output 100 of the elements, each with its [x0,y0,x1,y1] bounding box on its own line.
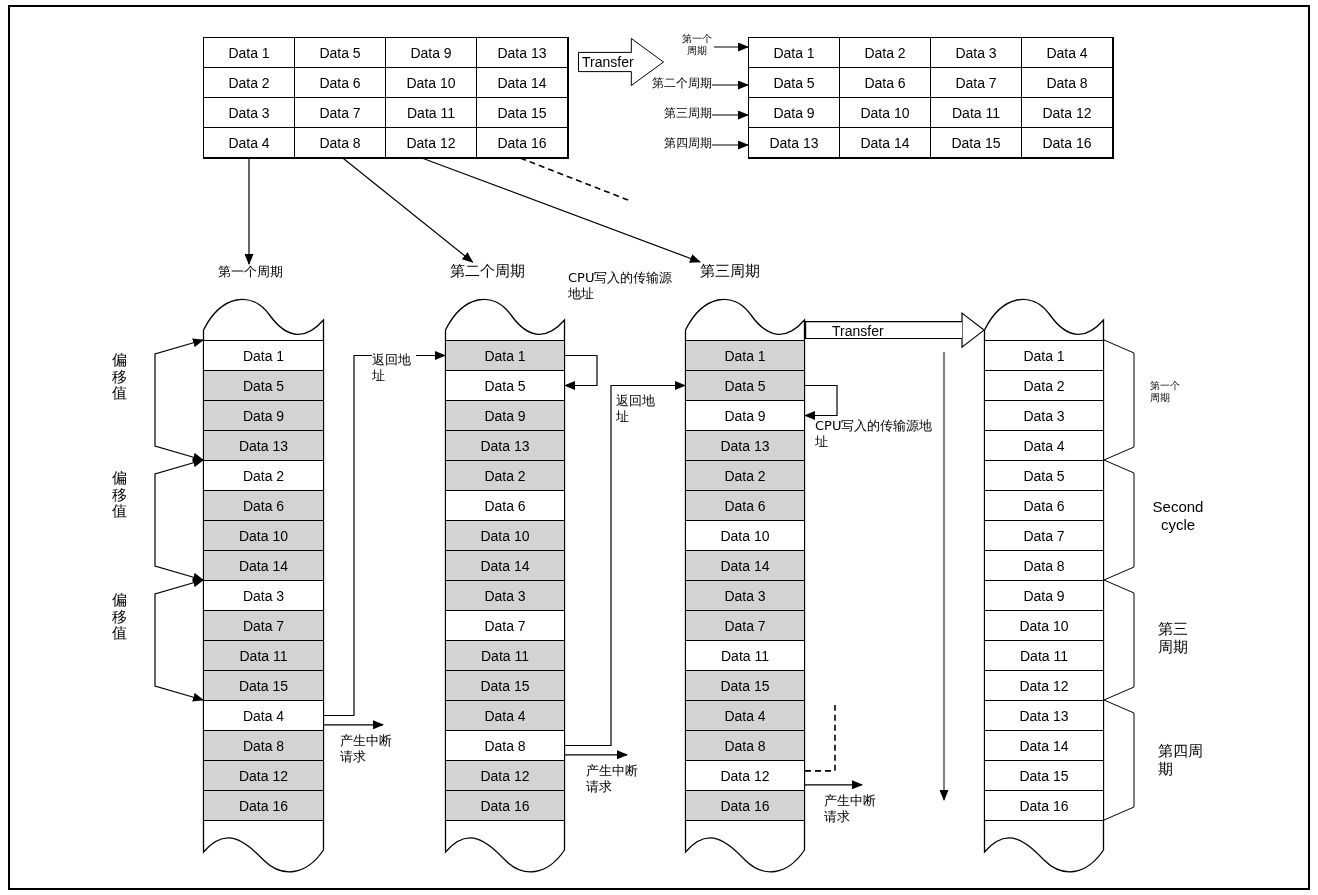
memory-cell: Data 14 [984,730,1104,761]
memory-cell: Data 13 [685,430,805,461]
arrow [711,140,749,150]
memory-cell: Data 14 [685,550,805,581]
memory-cell: Data 13 [984,700,1104,731]
arrow [804,384,838,420]
memory-cell: Data 3 [685,580,805,611]
data-table [748,37,1114,159]
memory-cell: Data 1 [445,340,565,371]
annotation-label: CPU写入的传输源地址 [815,418,934,450]
annotation-label: 第一个周期 [1150,380,1181,404]
memory-cell: Data 4 [685,700,805,731]
arrow [154,578,204,702]
memory-cell: Data 3 [984,400,1104,431]
memory-cell: Data 7 [203,610,324,641]
edge-label: 返回地址 [372,352,416,384]
arrow [323,720,384,730]
edge-label: 偏移值 [112,352,127,402]
cycle-label: 第三周期 [622,106,712,124]
memory-cell: Data 6 [203,490,324,521]
memory-cell: Data 6 [445,490,565,521]
memory-cell: Data 15 [445,670,565,701]
annotation-label: Second cycle [1151,498,1205,534]
memory-cell: Data 1 [203,340,324,371]
memory-cell: Data 2 [445,460,565,491]
arrow [342,157,474,263]
table-cell: Data 16 [1021,127,1113,158]
memory-cell: Data 7 [984,520,1104,551]
memory-cell: Data 10 [445,520,565,551]
memory-cell: Data 7 [685,610,805,641]
arrow [244,157,254,265]
memory-cell: Data 16 [984,790,1104,821]
memory-cell: Data 16 [445,790,565,821]
cycle-heading: 第三周期 [700,262,780,284]
memory-cell: Data 15 [984,760,1104,791]
memory-cell: Data 15 [685,670,805,701]
memory-cell: Data 4 [445,700,565,731]
annotation-label: 第三周期 [1158,620,1189,656]
memory-cell: Data 13 [445,430,565,461]
memory-cell: Data 8 [984,550,1104,581]
memory-cell: Data 1 [685,340,805,371]
memory-cell: Data 16 [685,790,805,821]
cycle-label: 第一个周期 [680,33,714,61]
annotation-label: 第四周期 [1158,742,1204,778]
memory-cell: Data 3 [445,580,565,611]
dashed-line [519,157,629,201]
memory-cell: Data 11 [203,640,324,671]
edge-label: 偏移值 [112,470,127,520]
memory-cell: Data 12 [445,760,565,791]
memory-cell: Data 9 [445,400,565,431]
memory-cell: Data 11 [445,640,565,671]
transfer-arrow [805,312,985,348]
memory-cell: Data 13 [203,430,324,461]
memory-cell: Data 14 [445,550,565,581]
data-table [203,37,569,159]
memory-cell: Data 7 [445,610,565,641]
arrow [713,42,749,52]
arrow [421,157,701,263]
arrow [564,750,628,760]
memory-cell: Data 16 [203,790,324,821]
arrow [564,354,598,390]
arrow [323,351,446,717]
memory-cell: Data 10 [984,610,1104,641]
edge-label: Transfer [832,323,885,340]
cycle-label: 第四周期 [622,136,712,154]
memory-cell: Data 9 [984,580,1104,611]
memory-cell: Data 2 [984,370,1104,401]
memory-cell: Data 6 [685,490,805,521]
memory-cell: Data 10 [203,520,324,551]
annotation-label: CPU写入的传输源地址 [568,270,674,302]
arrow [711,80,749,90]
memory-cell: Data 11 [685,640,805,671]
memory-cell: Data 4 [203,700,324,731]
arrow [804,780,863,790]
memory-cell: Data 9 [203,400,324,431]
memory-cell: Data 4 [984,430,1104,461]
memory-cell: Data 2 [685,460,805,491]
arrow [154,458,204,582]
arrow [154,338,204,462]
memory-cell: Data 15 [203,670,324,701]
arrow [564,381,686,747]
memory-cell: Data 12 [984,670,1104,701]
memory-cell: Data 14 [203,550,324,581]
memory-cell: Data 2 [203,460,324,491]
memory-cell: Data 5 [203,370,324,401]
arrow [711,110,749,120]
memory-cell: Data 11 [984,640,1104,671]
memory-cell: Data 12 [203,760,324,791]
cycle-heading: 第一个周期 [218,264,298,284]
cycle-heading: 第二个周期 [450,262,540,284]
table-cell: Data 16 [476,127,568,158]
memory-cell: Data 5 [984,460,1104,491]
memory-cell: Data 5 [685,370,805,401]
memory-cell: Data 8 [685,730,805,761]
memory-cell: Data 1 [984,340,1104,371]
memory-cell: Data 3 [203,580,324,611]
memory-cell: Data 8 [203,730,324,761]
dashed-line [804,704,836,772]
memory-cell: Data 5 [445,370,565,401]
memory-cell: Data 8 [445,730,565,761]
